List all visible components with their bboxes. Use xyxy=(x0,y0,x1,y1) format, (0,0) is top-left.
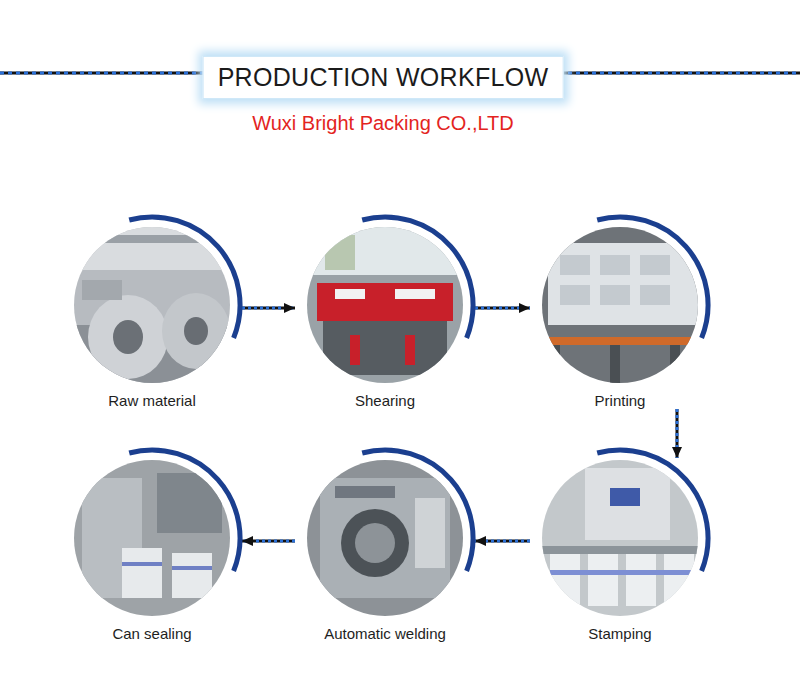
flow-arrow xyxy=(242,303,295,313)
photo-part xyxy=(588,554,618,606)
photo-part xyxy=(530,337,710,345)
photo-scene xyxy=(62,458,242,618)
photo-part xyxy=(172,566,212,570)
arrow-head xyxy=(242,536,253,546)
photo-part xyxy=(295,225,475,275)
flow-arrow xyxy=(475,536,530,546)
photo-part xyxy=(530,225,710,385)
photo-scene xyxy=(530,225,710,385)
photo-part xyxy=(323,321,447,375)
title-box: PRODUCTION WORKFLOW xyxy=(203,56,564,99)
step-label: Raw material xyxy=(62,392,242,409)
photo-part xyxy=(122,548,162,598)
process-photo xyxy=(295,225,475,385)
process-photo xyxy=(530,458,710,618)
photo-part xyxy=(585,468,670,540)
photo-part xyxy=(640,285,670,305)
photo-part xyxy=(530,458,710,618)
photo-part xyxy=(113,320,143,354)
arrow-head xyxy=(475,536,486,546)
photo-part xyxy=(395,289,435,299)
flow-arrow xyxy=(475,303,530,313)
photo-part xyxy=(560,285,590,305)
arrow-head xyxy=(672,447,682,458)
photo-part xyxy=(325,235,355,270)
photo-part xyxy=(295,458,475,618)
process-photo xyxy=(530,225,710,385)
photo-part xyxy=(548,243,700,325)
photo-part xyxy=(670,345,680,385)
photo-part xyxy=(550,345,560,385)
step-label: Automatic welding xyxy=(295,625,475,642)
photo-part xyxy=(405,335,415,365)
step-label: Can sealing xyxy=(62,625,242,642)
accent-arc xyxy=(597,217,708,338)
accent-arc xyxy=(597,450,708,571)
photo-part xyxy=(62,458,242,618)
photo-part xyxy=(640,255,670,275)
photo-part xyxy=(62,225,242,270)
flow-arrow xyxy=(242,536,295,546)
photo-part xyxy=(82,280,122,300)
photo-part xyxy=(664,554,694,606)
photo-scene xyxy=(295,225,475,385)
photo-part xyxy=(341,509,409,577)
process-photo xyxy=(62,225,242,385)
photo-part xyxy=(355,523,395,563)
photo-part xyxy=(530,546,710,554)
photo-part xyxy=(122,562,162,566)
photo-part xyxy=(62,225,242,385)
photo-part xyxy=(610,488,640,506)
photo-part xyxy=(550,554,580,606)
photo-part xyxy=(600,285,630,305)
process-photo xyxy=(62,458,242,618)
photo-part xyxy=(295,225,475,385)
photo-part xyxy=(172,553,212,598)
photo-part xyxy=(88,295,168,379)
step-label: Shearing xyxy=(295,392,475,409)
step-label: Printing xyxy=(530,392,710,409)
step-label: Stamping xyxy=(530,625,710,642)
process-circle: Stamping xyxy=(530,458,710,642)
photo-part xyxy=(335,486,395,498)
accent-arc xyxy=(129,217,240,338)
photo-part xyxy=(626,554,656,606)
arrow-head xyxy=(519,303,530,313)
process-circle: Raw material xyxy=(62,225,242,409)
rule-line xyxy=(560,72,800,75)
photo-part xyxy=(184,317,208,345)
photo-part xyxy=(317,283,453,321)
process-photo xyxy=(295,458,475,618)
photo-part xyxy=(560,255,590,275)
accent-arc xyxy=(129,450,240,571)
accent-arc xyxy=(362,217,473,338)
photo-part xyxy=(350,335,360,365)
process-circle: Automatic welding xyxy=(295,458,475,642)
company-name: Wuxi Bright Packing CO.,LTD xyxy=(252,112,514,135)
flow-arrow xyxy=(672,409,682,458)
title-text: PRODUCTION WORKFLOW xyxy=(218,63,549,91)
photo-scene xyxy=(530,458,710,618)
photo-part xyxy=(335,289,365,299)
photo-part xyxy=(415,498,445,568)
photo-part xyxy=(320,478,450,598)
process-circle: Can sealing xyxy=(62,458,242,642)
rule-line xyxy=(0,72,204,75)
photo-part xyxy=(600,255,630,275)
photo-part xyxy=(610,345,620,385)
rule-line xyxy=(0,72,204,75)
process-circle: Printing xyxy=(530,225,710,409)
process-circle: Shearing xyxy=(295,225,475,409)
photo-part xyxy=(550,570,694,575)
photo-part xyxy=(162,293,230,369)
photo-scene xyxy=(62,225,242,385)
rule-line xyxy=(560,72,800,75)
arrow-head xyxy=(284,303,295,313)
photo-part xyxy=(157,473,222,533)
photo-scene xyxy=(295,458,475,618)
accent-arc xyxy=(362,450,473,571)
